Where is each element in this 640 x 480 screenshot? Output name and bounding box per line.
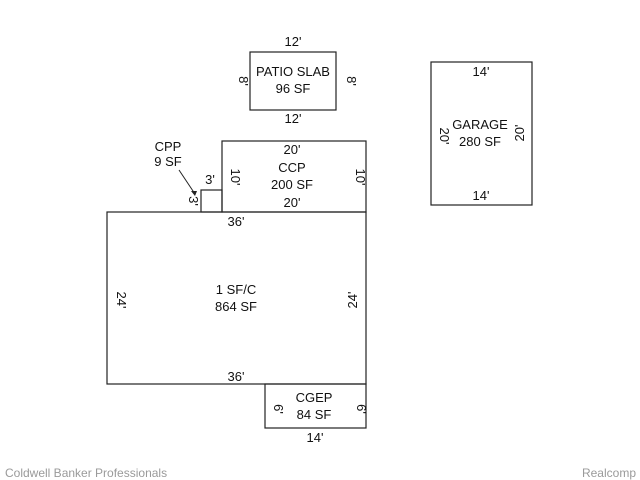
cpp-leader-arrow (191, 191, 197, 196)
main-living-outline (106, 211, 367, 385)
patio-slab-top-dim: 12' (285, 34, 302, 49)
main-left-dim: 24' (114, 292, 129, 309)
garage-outline (430, 61, 533, 206)
cpp-name: CPP (155, 139, 182, 154)
cpp-outline (200, 189, 223, 213)
garage-bottom-dim: 14' (473, 188, 490, 203)
patio-slab-name: PATIO SLAB (256, 64, 330, 79)
cgep-left-dim: 6' (271, 404, 286, 414)
patio-slab-outline (249, 51, 337, 111)
cpp-area-text: 9 SF (154, 154, 182, 169)
footer-brokerage: Coldwell Banker Professionals (5, 466, 167, 480)
cgep-bottom-dim: 14' (307, 430, 324, 445)
cpp-top-dim: 3' (205, 172, 215, 187)
ccp-left-dim: 10' (228, 169, 243, 186)
garage-area-text: 280 SF (459, 134, 501, 149)
cpp-leader-line (178, 169, 196, 195)
ccp-bottom-dim: 20' (284, 195, 301, 210)
cgep-right-dim: 6' (354, 404, 369, 414)
ccp-right-dim: 10' (353, 169, 368, 186)
garage-area: GARAGE 280 SF 14' 14' 20' 20' (430, 61, 533, 206)
patio-slab-area: PATIO SLAB 96 SF 12' 12' 8' 8' (236, 34, 359, 126)
cgep-area-text: 84 SF (297, 407, 332, 422)
main-right-dim: 24' (345, 292, 360, 309)
cpp-left-dim: 3' (186, 196, 201, 206)
ccp-area: CCP 200 SF 20' 20' 10' 10' (221, 140, 368, 213)
cgep-area: CGEP 84 SF 14' 6' 6' (264, 383, 369, 445)
patio-slab-bottom-dim: 12' (285, 111, 302, 126)
footer-source: Realcomp (582, 466, 636, 480)
cgep-outline (264, 383, 367, 429)
garage-top-dim: 14' (473, 64, 490, 79)
ccp-name: CCP (278, 160, 305, 175)
main-living-name: 1 SF/C (216, 282, 256, 297)
main-living-area-text: 864 SF (215, 299, 257, 314)
patio-slab-right-dim: 8' (344, 76, 359, 86)
main-bottom-dim: 36' (228, 369, 245, 384)
main-living-area: 1 SF/C 864 SF 36' 36' 24' 24' (106, 211, 367, 385)
patio-slab-left-dim: 8' (236, 76, 251, 86)
ccp-area-text: 200 SF (271, 177, 313, 192)
patio-slab-area-text: 96 SF (276, 81, 311, 96)
cgep-name: CGEP (296, 390, 333, 405)
ccp-top-dim: 20' (284, 142, 301, 157)
main-top-dim: 36' (228, 214, 245, 229)
garage-name: GARAGE (452, 117, 508, 132)
cpp-area: CPP 9 SF 3' 3' (154, 139, 223, 213)
garage-right-dim: 20' (512, 125, 527, 142)
garage-left-dim: 20' (437, 128, 452, 145)
